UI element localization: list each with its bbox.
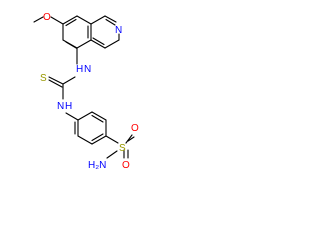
bond [65,18,77,27]
nh-bottom-nitrogen-label: N [57,101,64,112]
nh-top-hydrogen-label: H [76,64,83,75]
methoxy-oxygen-label: O [43,12,51,23]
bond [104,15,117,23]
phenyl-ring [65,111,107,145]
quinoline-ring-system [33,15,120,50]
nh-bottom-hydrogen-label: H [65,101,72,112]
bond [33,16,44,23]
bond [91,111,107,121]
bond [106,150,118,159]
sulfonyl-oxygen-top-label: O [131,123,139,134]
bond [65,41,78,50]
bond [91,133,104,142]
bond [125,134,133,144]
bond [91,114,104,123]
bond [105,18,116,26]
bond [77,111,93,121]
bond [62,76,76,85]
molecule-structure-diagram: O N S H N N H S O O H₂N [33,12,139,171]
sulfonamide-group [105,134,135,159]
bond [62,15,78,25]
bond [104,39,120,49]
bond [90,39,106,49]
bond [48,76,64,85]
bond [127,136,135,142]
bond [76,39,92,49]
bond [65,112,79,121]
nh-top-nitrogen-label: N [84,64,91,75]
bond [90,15,106,25]
bond [92,37,105,46]
thiourea-linker [48,47,78,100]
sulfonyl-oxygen-bottom-label: O [122,160,130,171]
thione-sulfur-label: S [40,73,47,84]
bond [76,15,92,25]
bond [48,79,63,88]
sulfonyl-sulfur-label: S [119,143,126,154]
bond [50,16,64,25]
bond [77,135,93,145]
quinoline-nitrogen-label: N [115,25,122,36]
bond [91,135,107,145]
bond [105,135,119,144]
amine-label: H₂N [88,160,106,171]
